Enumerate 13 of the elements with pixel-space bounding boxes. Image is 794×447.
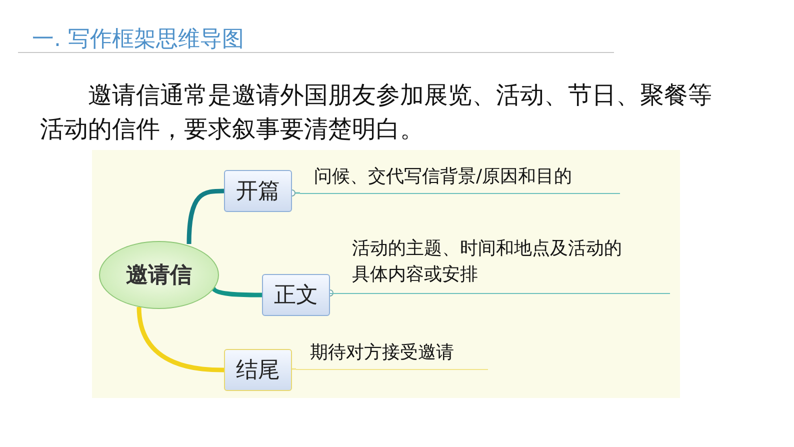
paragraph: 邀请信通常是邀请外国朋友参加展览、活动、节日、聚餐等活动的信件，要求叙事要清楚明白。 — [40, 80, 713, 145]
branch-curve — [136, 306, 224, 372]
topic-text: 问候、交代写信背景/原因和目的 — [300, 164, 620, 194]
heading: 一. 写作框架思维导图 — [32, 26, 244, 54]
branch-curve — [210, 286, 262, 298]
branch-curve — [186, 188, 224, 244]
topic-text: 期待对方接受邀请 — [296, 340, 488, 370]
connector-line — [329, 290, 334, 296]
topic-text: 活动的主题、时间和地点及活动的具体内容或安排 — [330, 236, 670, 294]
connector-line — [292, 368, 296, 370]
branch-box: 结尾 — [224, 349, 292, 391]
branch-box: 开篇 — [224, 170, 292, 212]
branch-box: 正文 — [262, 274, 330, 316]
